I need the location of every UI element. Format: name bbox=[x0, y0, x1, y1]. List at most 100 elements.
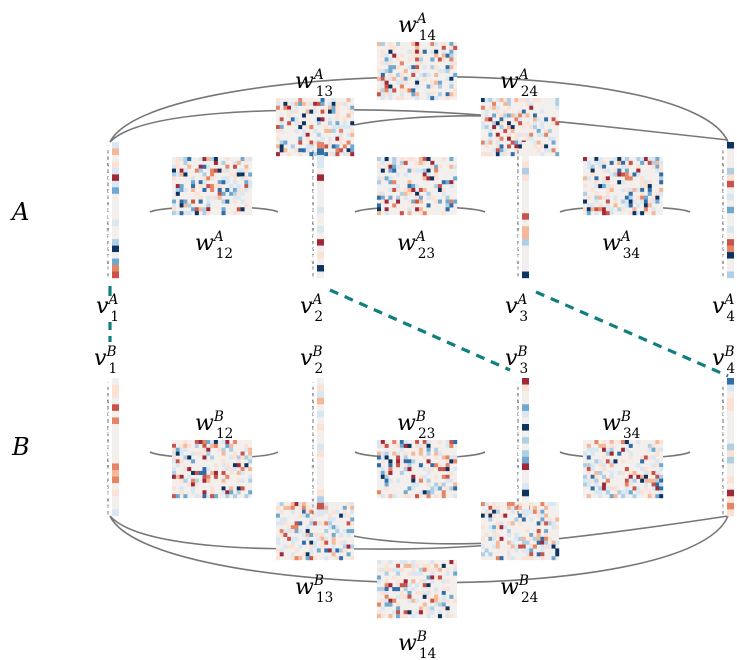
matrix-cell bbox=[276, 101, 280, 106]
matrix-cell bbox=[481, 513, 485, 518]
matrix-cell bbox=[350, 148, 355, 153]
matrix-cell bbox=[399, 160, 404, 165]
matrix-cell bbox=[221, 160, 226, 165]
matrix-cell bbox=[418, 478, 423, 483]
matrix-cell bbox=[518, 113, 523, 118]
matrix-cell bbox=[492, 113, 497, 118]
matrix-cell bbox=[617, 207, 622, 212]
matrix-cell bbox=[324, 125, 329, 130]
matrix-cell bbox=[449, 478, 454, 483]
matrix-cell bbox=[279, 148, 284, 153]
matrix-cell bbox=[290, 552, 295, 557]
residue-label: W bbox=[107, 260, 110, 265]
matrix-cell bbox=[655, 157, 660, 162]
residue-label: C bbox=[517, 412, 520, 417]
residue-label: L bbox=[517, 452, 520, 457]
matrix-cell bbox=[655, 494, 660, 499]
matrix-cell bbox=[621, 187, 626, 192]
matrix-cell bbox=[313, 513, 318, 518]
column-cell bbox=[317, 496, 324, 504]
coupling-matrix-b-12 bbox=[172, 440, 253, 499]
matrix-cell bbox=[377, 575, 382, 580]
matrix-cell bbox=[602, 443, 607, 448]
matrix-cell bbox=[221, 440, 226, 445]
matrix-cell bbox=[294, 117, 299, 122]
matrix-cell bbox=[377, 157, 382, 162]
matrix-cell bbox=[510, 544, 515, 549]
matrix-cell bbox=[437, 598, 442, 603]
matrix-cell bbox=[640, 180, 645, 185]
residue-label: Q bbox=[312, 419, 315, 424]
matrix-cell bbox=[533, 117, 537, 122]
matrix-cell bbox=[399, 53, 404, 58]
matrix-cell bbox=[586, 203, 591, 208]
matrix-cell bbox=[628, 443, 633, 448]
matrix-cell bbox=[499, 536, 504, 541]
matrix-cell bbox=[202, 494, 207, 499]
matrix-cell bbox=[283, 148, 288, 153]
matrix-cell bbox=[422, 490, 427, 495]
matrix-cell bbox=[529, 132, 534, 137]
column-cell bbox=[112, 417, 119, 425]
matrix-cell bbox=[499, 521, 504, 526]
matrix-cell bbox=[594, 478, 599, 483]
matrix-cell bbox=[290, 117, 295, 122]
column-cell bbox=[112, 430, 119, 438]
column-cell bbox=[317, 232, 324, 240]
matrix-cell bbox=[441, 45, 446, 50]
matrix-cell bbox=[415, 443, 420, 448]
matrix-cell bbox=[536, 128, 541, 133]
matrix-cell bbox=[536, 536, 541, 541]
matrix-cell bbox=[655, 470, 660, 475]
matrix-cell bbox=[434, 482, 439, 487]
residue-label: D bbox=[312, 169, 315, 174]
matrix-cell bbox=[175, 191, 180, 196]
matrix-cell bbox=[434, 590, 439, 595]
matrix-cell bbox=[415, 96, 420, 101]
matrix-cell bbox=[240, 207, 245, 212]
column-cell bbox=[727, 271, 734, 279]
matrix-cell bbox=[279, 140, 284, 145]
matrix-cell bbox=[384, 88, 389, 93]
matrix-cell bbox=[529, 509, 534, 514]
matrix-cell bbox=[248, 478, 253, 483]
matrix-cell bbox=[403, 459, 408, 464]
matrix-cell bbox=[403, 88, 408, 93]
column-cell bbox=[727, 397, 734, 405]
matrix-cell bbox=[609, 207, 614, 212]
matrix-cell bbox=[283, 529, 288, 534]
residue-label: S bbox=[312, 484, 315, 489]
matrix-cell bbox=[388, 560, 393, 565]
matrix-cell bbox=[335, 548, 340, 553]
matrix-cell bbox=[313, 128, 318, 133]
matrix-cell bbox=[380, 42, 385, 47]
matrix-cell bbox=[236, 455, 241, 460]
matrix-cell bbox=[488, 517, 493, 522]
column-cell bbox=[727, 417, 734, 425]
matrix-cell bbox=[583, 482, 588, 487]
matrix-cell bbox=[411, 199, 416, 204]
matrix-cell bbox=[202, 443, 207, 448]
matrix-cell bbox=[594, 211, 599, 216]
matrix-cell bbox=[403, 451, 408, 456]
matrix-cell bbox=[640, 199, 645, 204]
matrix-cell bbox=[302, 540, 306, 545]
matrix-cell bbox=[488, 117, 493, 122]
matrix-cell bbox=[453, 563, 458, 568]
matrix-cell bbox=[172, 455, 177, 460]
matrix-cell bbox=[547, 536, 552, 541]
matrix-cell bbox=[305, 148, 310, 153]
column-cell bbox=[112, 200, 119, 207]
matrix-cell bbox=[217, 184, 222, 189]
matrix-cell bbox=[484, 513, 489, 518]
matrix-cell bbox=[403, 160, 408, 165]
matrix-cell bbox=[484, 532, 489, 537]
column-cell bbox=[522, 384, 529, 392]
column-cell bbox=[522, 187, 529, 195]
matrix-cell bbox=[335, 121, 340, 126]
matrix-cell bbox=[225, 176, 230, 181]
matrix-cell bbox=[598, 463, 603, 468]
matrix-cell bbox=[388, 614, 393, 619]
matrix-cell bbox=[342, 505, 347, 510]
